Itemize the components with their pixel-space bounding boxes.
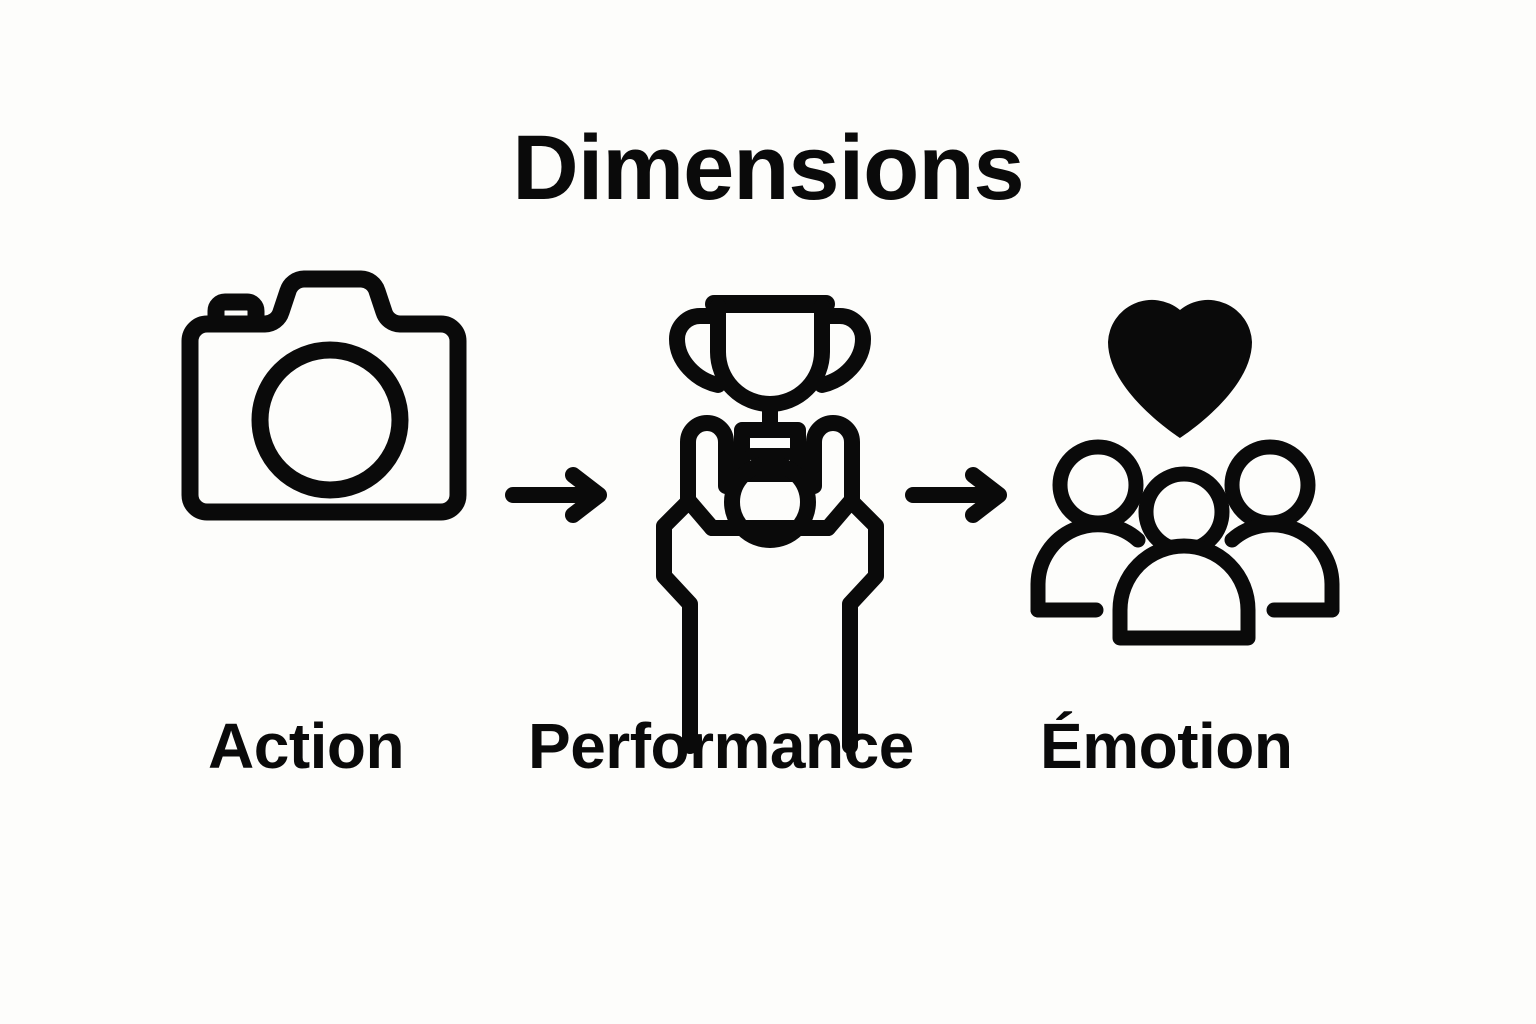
heart-over-people-group-icon: [1020, 280, 1350, 650]
trophy-held-up-icon: [650, 280, 890, 754]
stage-action[interactable]: [180, 270, 480, 680]
person-left-icon: [1030, 439, 1146, 618]
heart-icon: [1108, 299, 1252, 438]
person-center-icon: [1112, 466, 1256, 646]
dimensions-flow-diagram: [150, 270, 1390, 754]
person-right-icon: [1224, 439, 1340, 618]
stage-labels: Action Performance Émotion: [0, 706, 1536, 796]
arrow-action-to-performance: [505, 465, 613, 525]
label-emotion: Émotion: [1040, 710, 1293, 782]
label-performance: Performance: [528, 710, 914, 782]
stage-performance[interactable]: [650, 280, 890, 754]
arrow-performance-to-emotion: [905, 465, 1013, 525]
stage-emotion[interactable]: [1020, 280, 1350, 680]
label-action: Action: [208, 710, 405, 782]
page-title: Dimensions: [512, 117, 1024, 219]
camera-icon: [180, 270, 480, 530]
